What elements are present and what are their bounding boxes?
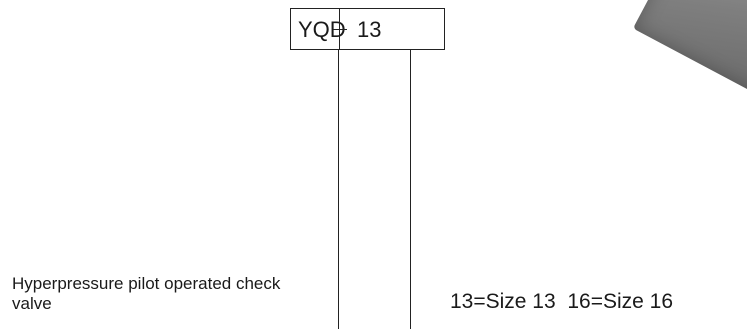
- model-code-size: 13: [357, 17, 382, 42]
- leader-line-size: [410, 49, 412, 329]
- code-separator-line: [339, 8, 341, 49]
- leader-line-description: [338, 49, 340, 329]
- model-code-prefix: YQD: [298, 17, 346, 42]
- model-code-box: YQD 13: [290, 8, 445, 50]
- size-options-label: 13=Size 13 16=Size 16: [450, 290, 674, 313]
- description-label: Hyperpressure pilot operated check valve: [12, 274, 281, 313]
- code-separator-dash: [333, 29, 347, 31]
- valve-product-image: [632, 0, 747, 99]
